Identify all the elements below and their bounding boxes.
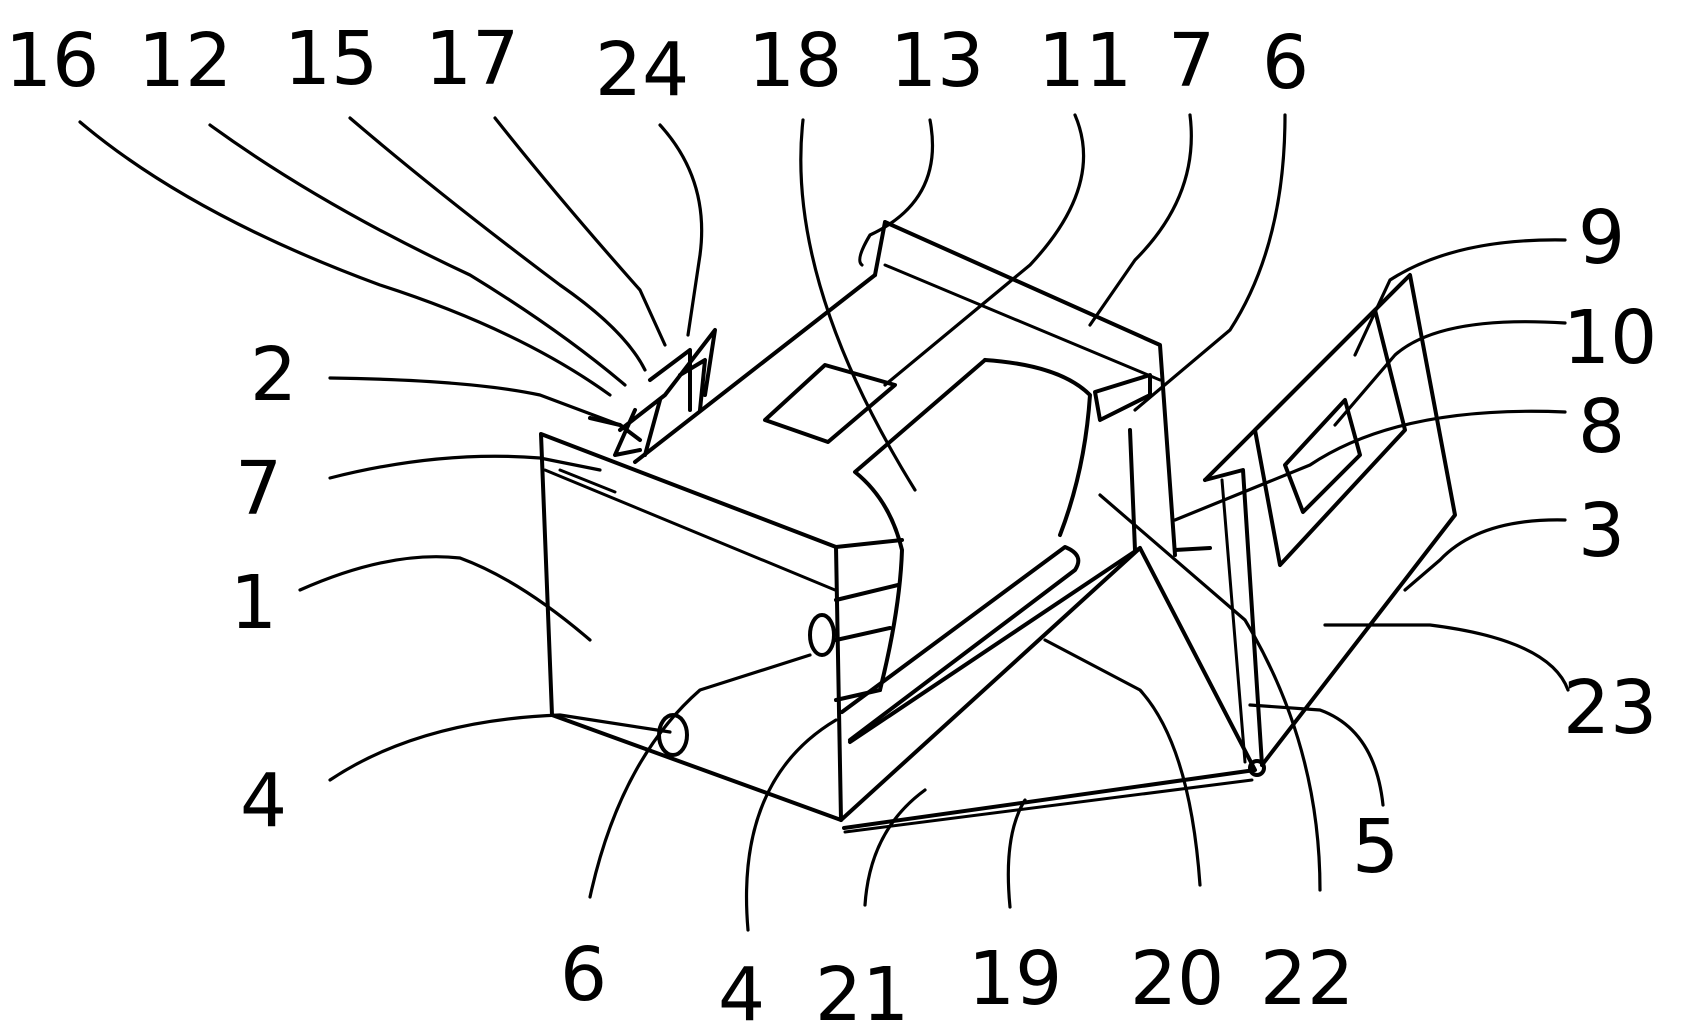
tray-lip	[843, 778, 1254, 834]
leader-24	[658, 123, 704, 337]
bottom-tray	[839, 546, 1257, 830]
ref-label-6-bottom: 6	[560, 932, 607, 1018]
leader-7-top	[1088, 113, 1193, 327]
leader-2	[328, 376, 622, 427]
lid-outer-frame	[1253, 308, 1407, 567]
ref-label-9: 9	[1578, 195, 1625, 281]
top-edge-left	[633, 273, 877, 464]
leader-3	[1403, 518, 1567, 592]
leader-1	[298, 555, 592, 642]
ref-label-19: 19	[968, 936, 1062, 1022]
hinge-post	[1128, 428, 1137, 552]
leader-12	[208, 123, 627, 387]
ref-label-16: 16	[5, 18, 99, 104]
ref-label-10: 10	[1563, 295, 1657, 381]
leader-16	[78, 120, 612, 397]
ref-label-5: 5	[1352, 804, 1399, 890]
leader-15	[348, 116, 647, 372]
leader-11	[883, 113, 1086, 387]
front-panel	[539, 432, 843, 822]
ref-label-12: 12	[138, 18, 232, 104]
ref-label-4-bottom: 4	[718, 952, 765, 1032]
tray-back-edge	[848, 546, 1142, 744]
leader-8	[1173, 409, 1567, 522]
ref-label-15: 15	[284, 16, 378, 102]
ref-label-6-top: 6	[1262, 20, 1309, 106]
ref-label-13: 13	[890, 18, 984, 104]
front-hole-upper	[808, 613, 836, 657]
ref-label-11: 11	[1038, 18, 1132, 104]
leader-5	[1248, 703, 1385, 807]
hinge-bar	[1173, 546, 1212, 552]
front-panel-edge	[543, 468, 837, 592]
leader-13	[858, 118, 935, 267]
side-wall	[834, 538, 904, 702]
reference-numerals: 16 12 15 17 24 18 13 11 7 6 9 10 8 3 23 …	[5, 16, 1657, 1032]
hatch-plate	[763, 363, 897, 444]
ref-label-17: 17	[425, 16, 519, 102]
leader-17	[493, 116, 667, 347]
upper-hinge	[1093, 373, 1152, 422]
leader-6-top	[1133, 113, 1287, 412]
front-hole-lower	[657, 713, 689, 757]
leader-19	[1006, 798, 1027, 909]
leader-22	[1098, 493, 1322, 892]
latch-assembly	[588, 328, 717, 457]
ref-label-21: 21	[815, 952, 909, 1032]
leader-21	[863, 788, 927, 907]
leader-23	[1323, 623, 1570, 692]
leader-6-bottom	[588, 653, 812, 899]
ref-label-18: 18	[748, 18, 842, 104]
ref-label-22: 22	[1260, 936, 1354, 1022]
curved-cover	[853, 358, 987, 692]
back-wall	[873, 220, 1177, 557]
ref-label-4-left: 4	[240, 758, 287, 844]
leader-4-bottom	[744, 718, 838, 932]
leader-lines	[78, 113, 1570, 932]
ref-label-1: 1	[230, 560, 277, 646]
roller	[840, 545, 1081, 742]
ref-label-2: 2	[250, 332, 297, 418]
ref-label-7-left: 7	[235, 446, 282, 532]
lid-hinge-pin	[1248, 759, 1266, 777]
curved-cover-right	[983, 358, 1092, 537]
side-door-inner	[1220, 478, 1247, 764]
leader-18	[799, 118, 917, 492]
leader-7-left	[328, 454, 602, 480]
leader-9	[1353, 238, 1567, 357]
ref-label-20: 20	[1130, 936, 1224, 1022]
back-wall-inner	[883, 263, 1162, 382]
ref-label-3: 3	[1578, 488, 1625, 574]
ref-label-24: 24	[595, 27, 689, 113]
front-panel-mark	[558, 468, 617, 494]
leader-4-left	[328, 713, 672, 782]
ref-label-8: 8	[1578, 384, 1625, 470]
device-body	[539, 220, 1457, 834]
opened-lid	[1203, 273, 1457, 767]
ref-label-7-top: 7	[1168, 18, 1215, 104]
lid-inner-square	[1283, 398, 1362, 514]
side-door-frame	[1203, 468, 1264, 767]
leader-20	[1043, 638, 1202, 887]
ref-label-23: 23	[1563, 665, 1657, 751]
leader-10	[1333, 320, 1567, 427]
